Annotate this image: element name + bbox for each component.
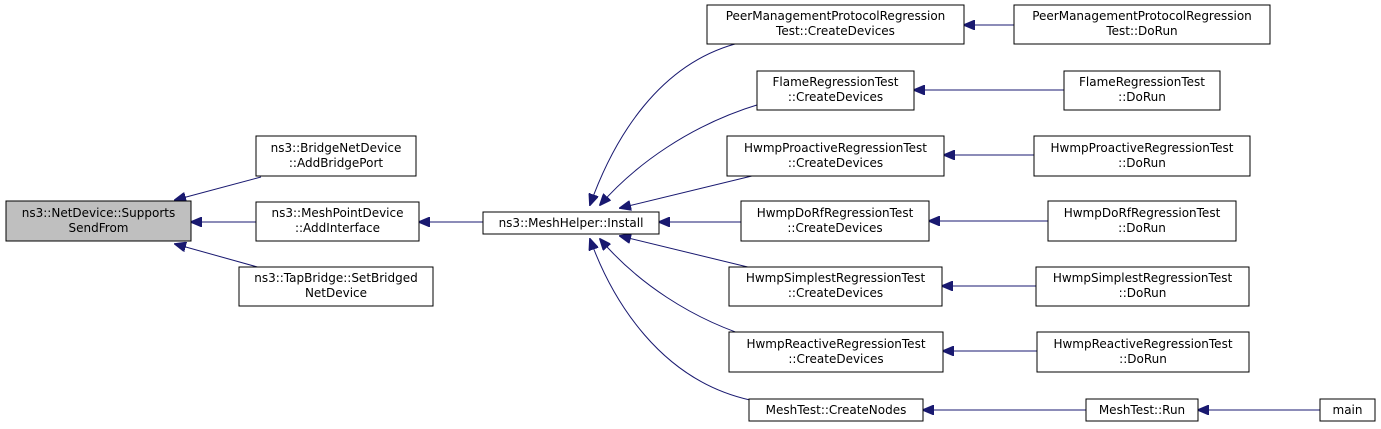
node-hwmpsimplest-createdevices[interactable]: HwmpSimplestRegressionTest ::CreateDevic… bbox=[728, 266, 943, 307]
node-label-line: HwmpProactiveRegressionTest bbox=[744, 141, 927, 155]
node-label-line: Test::DoRun bbox=[1105, 24, 1177, 38]
node-meshtest-createnodes[interactable]: MeshTest::CreateNodes bbox=[748, 398, 924, 422]
node-label-line: HwmpProactiveRegressionTest bbox=[1051, 141, 1234, 155]
edge-peer-cd-to-install bbox=[590, 43, 736, 205]
node-label-line: ::DoRun bbox=[1119, 352, 1167, 366]
node-netdevice-supportssendfrom[interactable]: ns3::NetDevice::Supports SendFrom bbox=[5, 200, 192, 242]
node-meshhelper-install[interactable]: ns3::MeshHelper::Install bbox=[482, 211, 660, 235]
node-tapbridge-setbridgednetdevice[interactable]: ns3::TapBridge::SetBridged NetDevice bbox=[238, 266, 434, 307]
edge-simplest-cd-to-install bbox=[620, 236, 757, 270]
nodes: ns3::NetDevice::Supports SendFrom ns3::B… bbox=[5, 4, 1376, 422]
node-label-line: HwmpDoRfRegressionTest bbox=[1064, 206, 1221, 220]
node-label-line: ::DoRun bbox=[1119, 286, 1167, 300]
node-label-line: ns3::BridgeNetDevice bbox=[271, 141, 402, 155]
node-label-line: ::CreateDevices bbox=[788, 286, 883, 300]
node-hwmpsimplest-dorun[interactable]: HwmpSimplestRegressionTest ::DoRun bbox=[1035, 266, 1250, 307]
node-label-line: ::DoRun bbox=[1118, 156, 1166, 170]
edge-proactive-cd-to-install bbox=[620, 174, 757, 208]
node-hwmpreactive-dorun[interactable]: HwmpReactiveRegressionTest ::DoRun bbox=[1036, 331, 1250, 373]
node-label-line: MeshTest::CreateNodes bbox=[766, 403, 907, 417]
node-label-line: Test::CreateDevices bbox=[775, 24, 895, 38]
node-peermanagement-createdevices[interactable]: PeerManagementProtocolRegression Test::C… bbox=[706, 4, 965, 45]
node-label-line: main bbox=[1333, 403, 1363, 417]
node-hwmpproactive-dorun[interactable]: HwmpProactiveRegressionTest ::DoRun bbox=[1033, 135, 1251, 177]
node-hwmpdorf-dorun[interactable]: HwmpDoRfRegressionTest ::DoRun bbox=[1047, 200, 1237, 242]
edge-meshtest-cn-to-install bbox=[590, 239, 751, 401]
node-hwmpdorf-createdevices[interactable]: HwmpDoRfRegressionTest ::CreateDevices bbox=[740, 200, 930, 242]
edge-tapbridge-to-root bbox=[175, 244, 262, 269]
edges bbox=[175, 25, 1320, 410]
node-meshtest-run[interactable]: MeshTest::Run bbox=[1085, 398, 1199, 422]
node-flame-dorun[interactable]: FlameRegressionTest ::DoRun bbox=[1063, 70, 1221, 111]
node-label-line: HwmpDoRfRegressionTest bbox=[757, 206, 914, 220]
node-hwmpreactive-createdevices[interactable]: HwmpReactiveRegressionTest ::CreateDevic… bbox=[728, 331, 944, 373]
node-meshpointdevice-addinterface[interactable]: ns3::MeshPointDevice ::AddInterface bbox=[255, 201, 420, 242]
node-label-line: ns3::MeshPointDevice bbox=[271, 206, 403, 220]
node-label-line: PeerManagementProtocolRegression bbox=[1032, 9, 1252, 23]
node-label-line: HwmpSimplestRegressionTest bbox=[746, 271, 926, 285]
node-label-line: ::CreateDevices bbox=[788, 156, 883, 170]
node-label-line: ::AddInterface bbox=[295, 221, 380, 235]
edge-bridge-to-root bbox=[175, 176, 262, 200]
node-label-line: MeshTest::Run bbox=[1099, 403, 1185, 417]
node-label-line: SendFrom bbox=[69, 221, 129, 235]
node-label-line: HwmpReactiveRegressionTest bbox=[746, 337, 925, 351]
node-label-line: PeerManagementProtocolRegression bbox=[726, 9, 946, 23]
node-label-line: HwmpSimplestRegressionTest bbox=[1053, 271, 1233, 285]
node-label-line: HwmpReactiveRegressionTest bbox=[1053, 337, 1232, 351]
node-hwmpproactive-createdevices[interactable]: HwmpProactiveRegressionTest ::CreateDevi… bbox=[726, 135, 945, 177]
node-flame-createdevices[interactable]: FlameRegressionTest ::CreateDevices bbox=[756, 70, 915, 111]
node-label-line: ::CreateDevices bbox=[788, 90, 883, 104]
node-peermanagement-dorun[interactable]: PeerManagementProtocolRegression Test::D… bbox=[1013, 4, 1271, 45]
node-label-line: ::DoRun bbox=[1118, 221, 1166, 235]
node-label-line: ::DoRun bbox=[1118, 90, 1166, 104]
node-label-line: ns3::MeshHelper::Install bbox=[499, 216, 644, 230]
node-label-line: ::AddBridgePort bbox=[289, 156, 384, 170]
node-label-line: ns3::NetDevice::Supports bbox=[22, 206, 175, 220]
node-label-line: ::CreateDevices bbox=[787, 221, 882, 235]
node-label-line: NetDevice bbox=[305, 286, 367, 300]
node-label-line: ::CreateDevices bbox=[788, 352, 883, 366]
node-bridgenetdevice-addbridgeport[interactable]: ns3::BridgeNetDevice ::AddBridgePort bbox=[255, 135, 417, 177]
node-label-line: FlameRegressionTest bbox=[773, 75, 899, 89]
node-label-line: ns3::TapBridge::SetBridged bbox=[254, 271, 418, 285]
node-main[interactable]: main bbox=[1319, 398, 1376, 422]
node-label-line: FlameRegressionTest bbox=[1079, 75, 1205, 89]
edge-flame-cd-to-install bbox=[600, 103, 761, 205]
